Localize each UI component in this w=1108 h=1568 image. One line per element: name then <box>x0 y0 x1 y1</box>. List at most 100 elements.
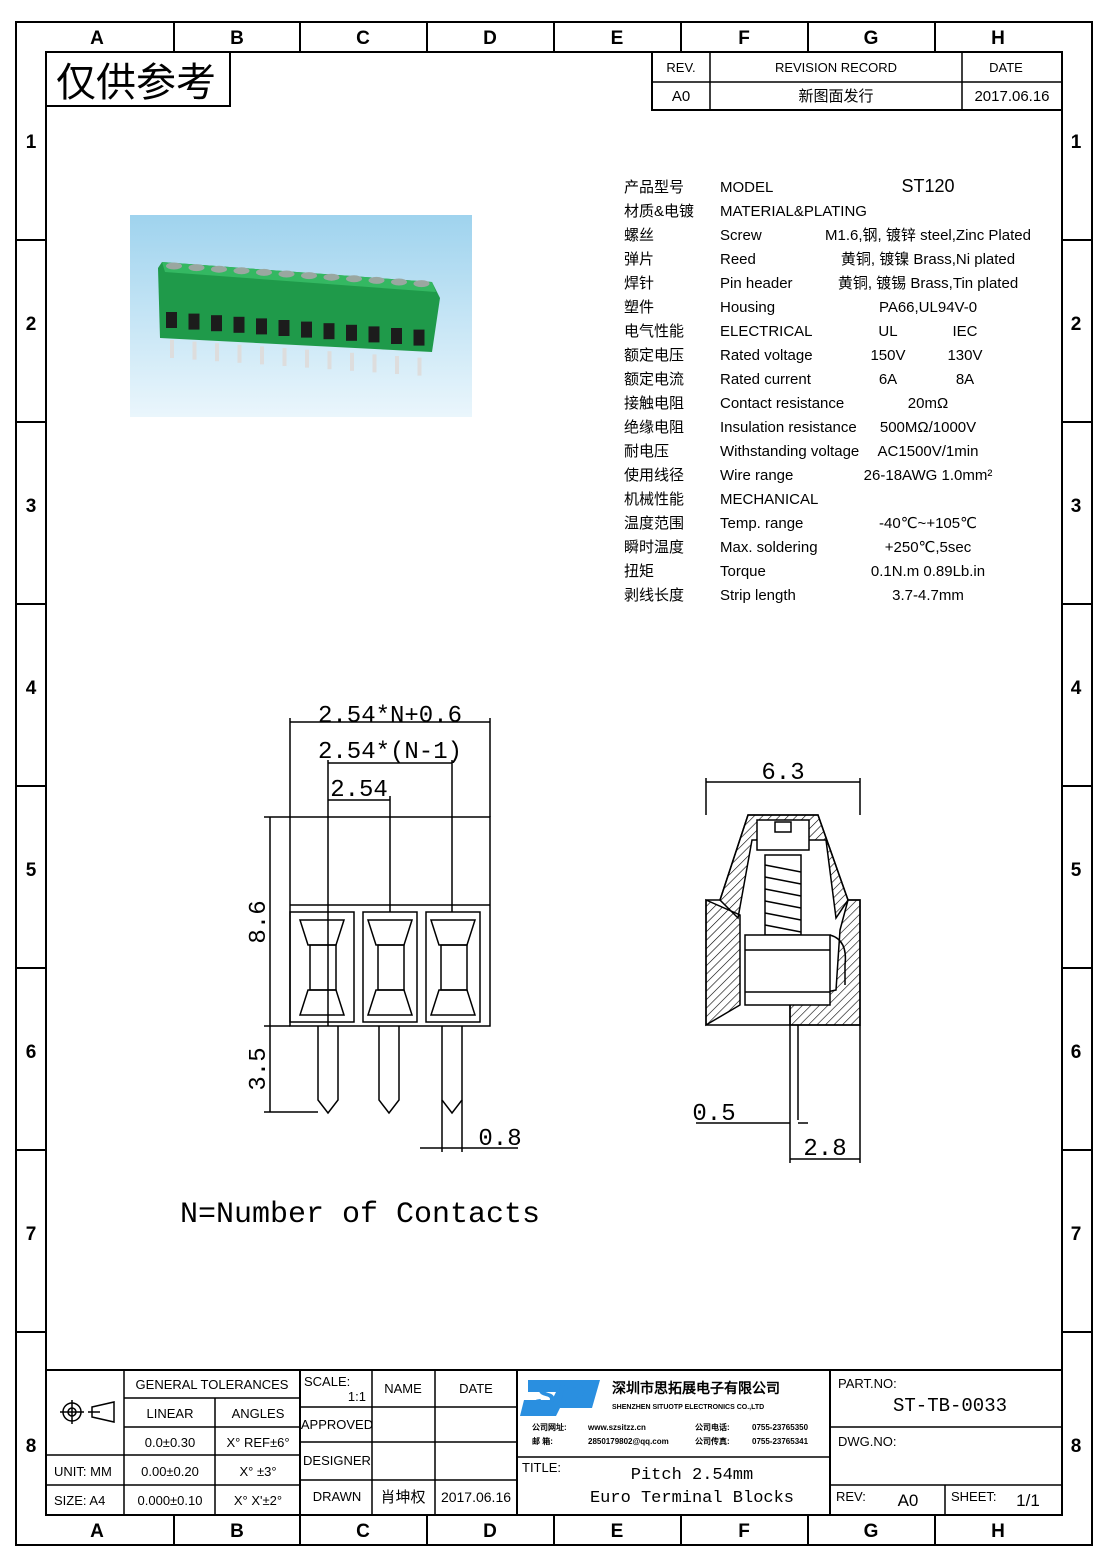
row-label: 1 <box>1071 132 1082 153</box>
stamp-box <box>45 51 231 107</box>
dim-height: 8.6 <box>246 900 273 943</box>
general-tolerances-label: GENERAL TOLERANCES <box>136 1377 289 1392</box>
drawn-date: 2017.06.16 <box>441 1489 511 1505</box>
scale-value: 1:1 <box>348 1389 366 1404</box>
record-header: REVISION RECORD <box>775 60 897 75</box>
col-label: G <box>864 1521 879 1542</box>
photo-screw <box>233 267 250 275</box>
spec-value-ul: 6A <box>879 371 897 388</box>
rev-label: REV: <box>836 1489 866 1504</box>
row-labels-left: 1 2 3 4 5 6 7 8 <box>26 132 37 1457</box>
spec-value-ul: UL <box>878 323 897 340</box>
spec-label-cn: 机械性能 <box>624 491 684 508</box>
title-line-1: Pitch 2.54mm <box>631 1466 753 1485</box>
spec-value: -40℃~+105℃ <box>879 515 977 532</box>
spec-value: +250℃,5sec <box>885 539 972 556</box>
photo-wire-slot <box>413 329 425 346</box>
angles-label: ANGLES <box>232 1406 285 1421</box>
side-view-drawing <box>696 778 861 1163</box>
row-label: 3 <box>26 496 37 517</box>
spec-label-cn: 扭矩 <box>624 563 654 580</box>
photo-wire-slot <box>188 313 200 330</box>
spec-label-en: MODEL <box>720 179 773 196</box>
col-label: D <box>483 1521 497 1542</box>
column-labels-bottom: A B C D E F G H <box>90 1521 1005 1542</box>
column-labels-top: A B C D E F G H <box>90 28 1005 49</box>
spec-label-cn: 温度范围 <box>624 515 684 532</box>
spec-label-en: Screw <box>720 227 762 244</box>
spec-label-cn: 材质&电镀 <box>624 203 694 220</box>
photo-screw <box>323 273 340 281</box>
rev-value: A0 <box>672 88 690 105</box>
approved-label: APPROVED <box>301 1417 373 1432</box>
spec-label-en: Torque <box>720 563 766 580</box>
row-label: 6 <box>26 1042 37 1063</box>
row-label: 3 <box>1071 496 1082 517</box>
logo-text: SIP <box>536 1379 585 1412</box>
front-view-drawing <box>264 718 518 1152</box>
angle-tolerance: X° REF±6° <box>226 1435 289 1450</box>
spec-value: 黄铜, 镀锡 Brass,Tin plated <box>838 275 1018 292</box>
col-label: D <box>483 28 497 49</box>
email: 2850179802@qq.com <box>588 1437 669 1446</box>
col-label: E <box>611 1521 624 1542</box>
row-label: 5 <box>26 860 37 881</box>
drawn-name: 肖坤权 <box>380 1489 425 1506</box>
spec-label-en: Insulation resistance <box>720 419 857 436</box>
col-label: G <box>864 28 879 49</box>
photo-screw <box>391 278 407 286</box>
title-block-grid <box>46 1369 1062 1515</box>
spec-label-cn: 螺丝 <box>624 227 654 244</box>
spec-label-cn: 绝缘电阻 <box>624 419 684 436</box>
row-label: 7 <box>26 1224 37 1245</box>
dim-pin-length: 3.5 <box>246 1047 273 1090</box>
contacts-note: N=Number of Contacts <box>180 1198 540 1232</box>
photo-screw <box>413 280 430 288</box>
angle-tolerance: X° X'±2° <box>234 1493 282 1508</box>
date-value: 2017.06.16 <box>974 88 1049 105</box>
spec-label-cn: 耐电压 <box>624 443 669 460</box>
dim-pin-width: 0.8 <box>478 1126 521 1153</box>
col-label: A <box>90 1521 104 1542</box>
photo-screw <box>211 265 227 273</box>
photo-wire-slot <box>346 324 357 341</box>
row-label: 2 <box>26 314 37 335</box>
photo-screw <box>166 262 182 270</box>
row-label: 2 <box>1071 314 1082 335</box>
fax: 0755-23765341 <box>752 1437 809 1446</box>
photo-wire-slot <box>391 328 402 344</box>
row-label: 7 <box>1071 1224 1082 1245</box>
spec-label-cn: 焊针 <box>624 275 654 292</box>
linear-tolerance: 0.000±0.10 <box>138 1493 203 1508</box>
designer-label: DESIGNER <box>303 1453 371 1468</box>
name-header: NAME <box>384 1381 422 1396</box>
dim-side-pin: 0.5 <box>692 1101 735 1128</box>
photo-screw <box>256 268 272 276</box>
row-label: 6 <box>1071 1042 1082 1063</box>
spec-label-cn: 弹片 <box>624 251 654 268</box>
photo-screw <box>188 264 205 272</box>
spec-label-cn: 塑件 <box>624 299 654 316</box>
rev-header: REV. <box>666 60 695 75</box>
sheet-value: 1/1 <box>1016 1491 1040 1510</box>
photo-wire-slot <box>211 315 222 332</box>
spec-value-ul: 150V <box>870 347 905 364</box>
spec-label-en: Max. soldering <box>720 539 818 556</box>
row-label: 8 <box>26 1436 37 1457</box>
spec-label-en: MATERIAL&PLATING <box>720 203 867 220</box>
linear-tolerance: 0.0±0.30 <box>145 1435 196 1450</box>
spec-label-cn: 额定电压 <box>624 347 684 364</box>
unit-label: UNIT: MM <box>54 1464 112 1479</box>
spec-value: 500MΩ/1000V <box>880 419 976 436</box>
dwg-no-label: DWG.NO: <box>838 1434 897 1449</box>
dim-side-width: 6.3 <box>761 760 804 787</box>
spec-label-cn: 产品型号 <box>624 179 684 196</box>
dim-overall-length: 2.54*N+0.6 <box>318 703 462 730</box>
projection-symbol-icon <box>60 1400 115 1424</box>
spec-value: M1.6,钢, 镀锌 steel,Zinc Plated <box>825 227 1031 244</box>
spec-value: 0.1N.m 0.89Lb.in <box>871 563 985 580</box>
spec-label-cn: 电气性能 <box>624 323 684 340</box>
size-label: SIZE: A4 <box>54 1493 105 1508</box>
photo-wire-slot <box>278 320 290 336</box>
